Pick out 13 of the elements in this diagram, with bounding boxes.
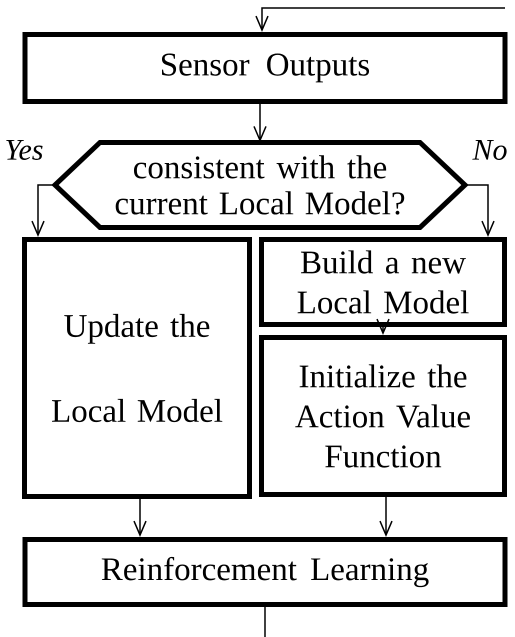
arrow [31,184,55,237]
process-box: Build a new Local Model [259,237,507,327]
arrow [465,184,495,237]
process-box: Reinforcement Learning [22,537,508,607]
arrow [133,499,147,537]
arrow [379,497,393,537]
process-box: Sensor Outputs [22,32,508,104]
arrow [255,7,505,32]
edge-label: Yes [4,139,44,161]
edge-label: No [472,139,508,161]
process-box: Update the Local Model [22,237,252,499]
process-box: Initialize the Action Value Function [259,335,507,497]
arrow [253,104,267,142]
